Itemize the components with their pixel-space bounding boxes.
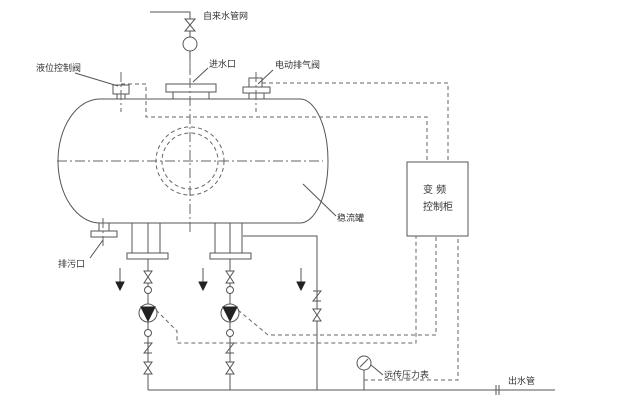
pump-1-joint-icon	[144, 286, 152, 294]
pump-2-joint-icon	[226, 286, 234, 294]
drain-label: 排污口	[58, 258, 85, 270]
drain-valve-icon	[90, 218, 118, 246]
outlet-header-pipe	[148, 385, 555, 395]
pump-1-check-valve-icon	[142, 342, 154, 354]
vfd-label-line1: 变 频	[423, 183, 446, 196]
electric-vent-valve-icon	[242, 72, 271, 112]
vent-valve-label: 电动排气阀	[275, 59, 320, 71]
pump-2-icon	[220, 303, 240, 323]
signal-vent-valve	[262, 82, 449, 162]
city-water-pipe	[150, 11, 191, 75]
city-water-label: 自来水管网	[203, 10, 248, 22]
flow-arrow-1-icon	[115, 268, 125, 292]
bypass-pipe	[243, 235, 318, 390]
pressure-gauge-label: 远传压力表	[384, 369, 429, 381]
pressure-gauge-icon	[356, 355, 372, 390]
vfd-label-line2: 控制柜	[423, 200, 453, 213]
inlet-label: 进水口	[209, 58, 236, 70]
tank-label: 稳流罐	[337, 212, 364, 224]
pump-1-icon	[138, 303, 158, 323]
pump-2-lower-joint-icon	[226, 329, 234, 337]
signal-pressure-gauge	[364, 236, 459, 381]
inlet-flange	[165, 83, 217, 99]
vfd-control-cabinet	[406, 161, 469, 237]
pump-1-outlet-valve-icon	[143, 361, 153, 375]
pump-1-suction-valve-icon	[143, 270, 153, 284]
outlet-label: 出水管	[508, 375, 535, 387]
inlet-gate-valve-icon	[183, 18, 197, 32]
surge-tank	[57, 60, 329, 232]
signal-level-valve	[121, 83, 428, 162]
bypass-check-valve-icon	[311, 290, 323, 302]
pump-2-suction-valve-icon	[225, 270, 235, 284]
flow-arrow-3-icon	[296, 268, 306, 292]
bypass-valve-icon	[312, 308, 322, 322]
level-control-valve-icon	[112, 72, 130, 112]
signal-pump-1	[155, 236, 417, 344]
level-valve-label: 液位控制阀	[36, 62, 81, 74]
pump-1-lower-joint-icon	[144, 329, 152, 337]
flow-arrow-2-icon	[198, 268, 208, 292]
water-meter-icon	[182, 36, 198, 52]
signal-pump-2	[237, 236, 437, 336]
pump-2-outlet-valve-icon	[225, 361, 235, 375]
